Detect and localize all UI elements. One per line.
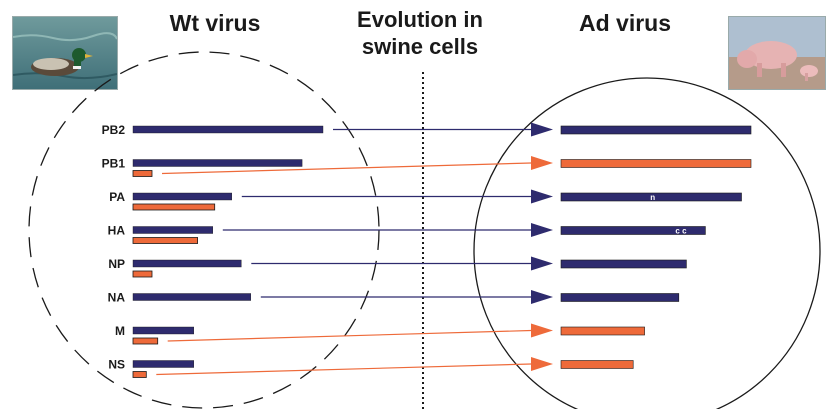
mutation-mark-ha: c c — [675, 227, 687, 236]
wt-bar-m-orange — [132, 337, 159, 345]
wt-bar-ns-navy — [132, 360, 194, 368]
arrowhead-na — [531, 290, 553, 304]
arrow-line-pb1 — [161, 162, 532, 175]
arrow-line-ns — [156, 363, 532, 376]
ad-bar-m — [560, 326, 645, 336]
wt-bar-pa-orange — [132, 203, 216, 211]
segment-label-ns: NS — [108, 358, 125, 372]
wt-bar-na-navy — [132, 293, 252, 301]
evolution-heading-line1: Evolution in — [357, 7, 483, 32]
arrow-line-m — [167, 329, 532, 342]
segment-label-m: M — [115, 324, 125, 338]
wt-bar-m-navy — [132, 326, 194, 335]
pig-photo — [728, 16, 826, 90]
wt-bar-pb1-orange — [132, 170, 153, 177]
ad-bar-np — [560, 259, 687, 269]
ad-bar-ha — [560, 226, 706, 235]
arrowhead-ns — [531, 357, 553, 371]
ad-virus-circle — [473, 77, 821, 409]
ad-bar-pa — [560, 192, 742, 202]
wt-bar-ha-navy — [132, 226, 214, 234]
arrowhead-pb1 — [531, 156, 553, 170]
evolution-heading: Evolution in swine cells — [340, 6, 500, 60]
ad-virus-heading: Ad virus — [578, 10, 672, 36]
duck-photo — [12, 16, 118, 90]
ad-bar-na — [560, 293, 680, 302]
wt-bar-pa-navy — [132, 192, 233, 201]
wt-bar-ns-orange — [132, 371, 147, 378]
ad-bar-pb1 — [560, 159, 752, 168]
segment-label-na: NA — [108, 291, 126, 305]
wt-bar-pb2-navy — [132, 125, 324, 134]
wt-bar-np-navy — [132, 259, 242, 268]
wt-bar-np-orange — [132, 270, 153, 278]
arrowhead-pb2 — [531, 122, 553, 137]
segment-label-ha: HA — [108, 224, 126, 238]
segment-label-pb2: PB2 — [102, 123, 126, 137]
segment-label-pa: PA — [109, 190, 125, 204]
wt-bar-pb1-navy — [132, 159, 303, 167]
ad-bar-pb2 — [560, 125, 752, 135]
evolution-heading-line2: swine cells — [361, 34, 479, 59]
segment-label-np: NP — [108, 257, 125, 271]
segment-label-pb1: PB1 — [102, 157, 126, 171]
wt-bar-ha-orange — [132, 237, 198, 244]
arrowhead-pa — [531, 189, 553, 204]
wt-virus-heading: Wt virus — [169, 10, 261, 36]
arrowhead-ha — [531, 223, 553, 237]
mutation-mark-pa: n — [650, 193, 655, 202]
ad-bar-ns — [560, 360, 634, 369]
arrowhead-m — [531, 323, 553, 338]
arrowhead-np — [531, 256, 553, 271]
